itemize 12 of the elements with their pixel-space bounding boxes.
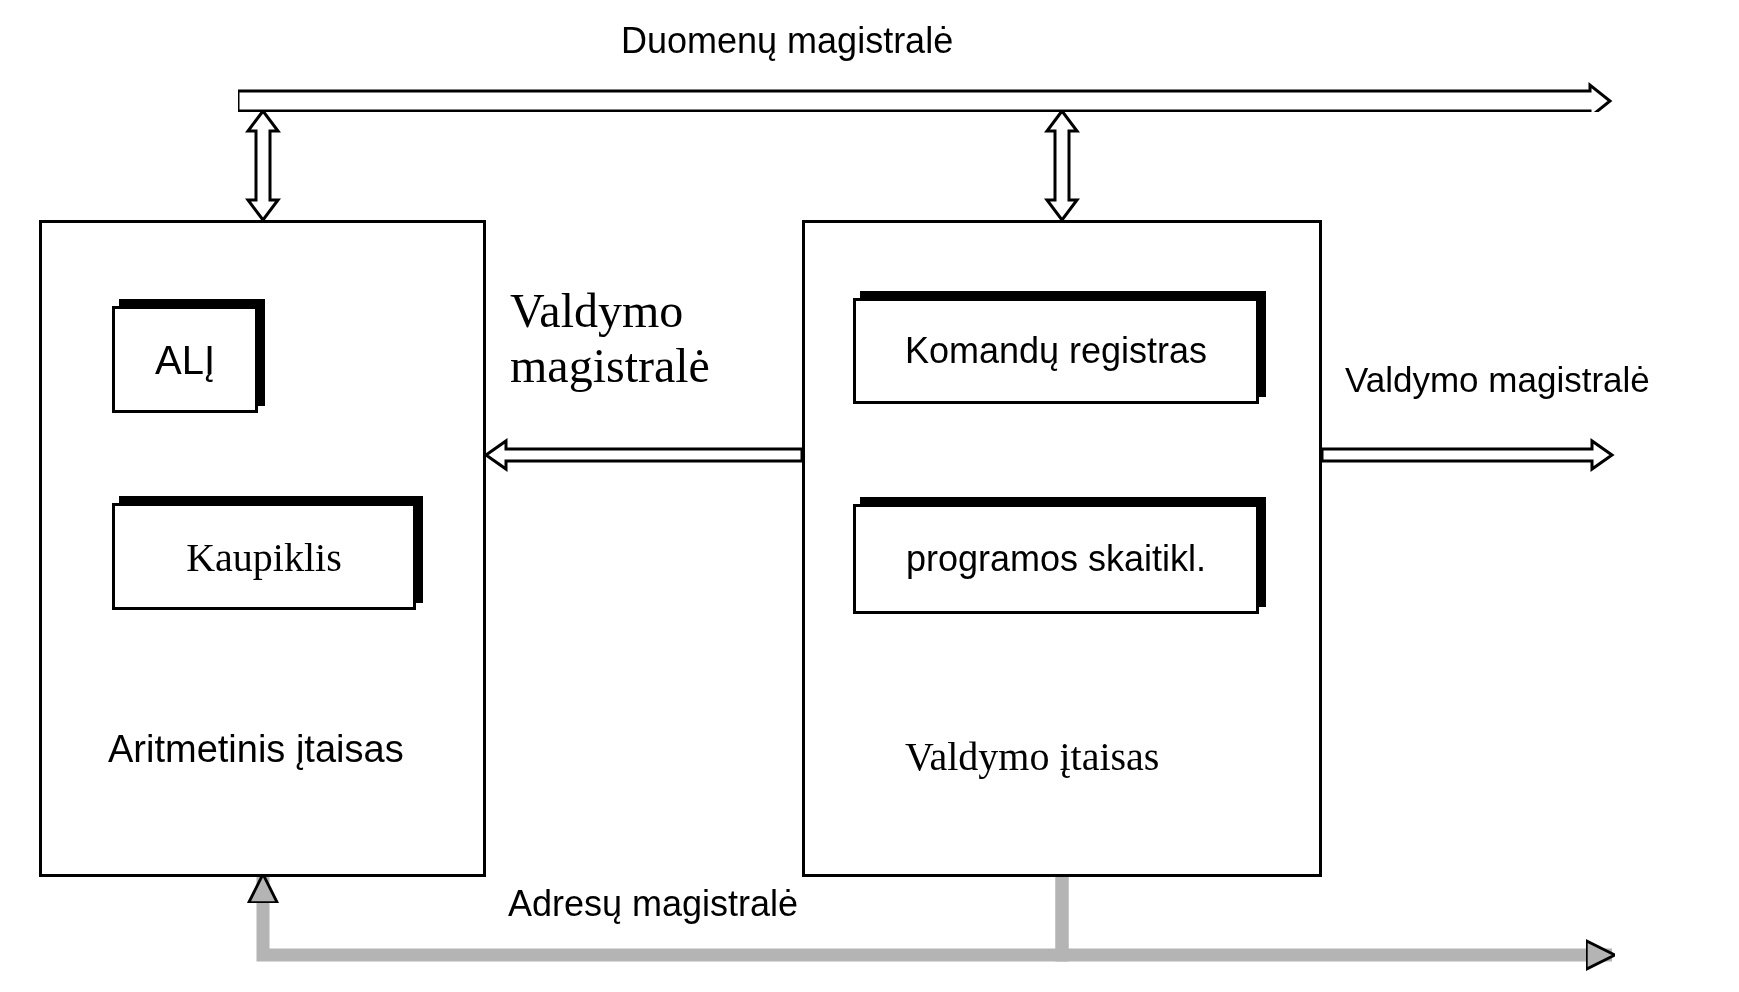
- arrow: [483, 438, 804, 472]
- unit-label: Aritmetinis įtaisas: [108, 728, 404, 771]
- unit-label: Valdymo įtaisas: [905, 733, 1160, 780]
- register-label: Kaupiklis: [185, 533, 343, 580]
- register-label: Komandų registras: [903, 330, 1209, 372]
- register-label: programos skaitikl.: [904, 538, 1208, 580]
- unit-box: [802, 220, 1322, 877]
- arrow: [1320, 438, 1615, 472]
- bus-label: Duomenų magistralė: [621, 20, 954, 62]
- register-label: ALĮ: [153, 337, 216, 382]
- unit-box: [39, 220, 486, 877]
- bus-arrow: [1055, 877, 1617, 971]
